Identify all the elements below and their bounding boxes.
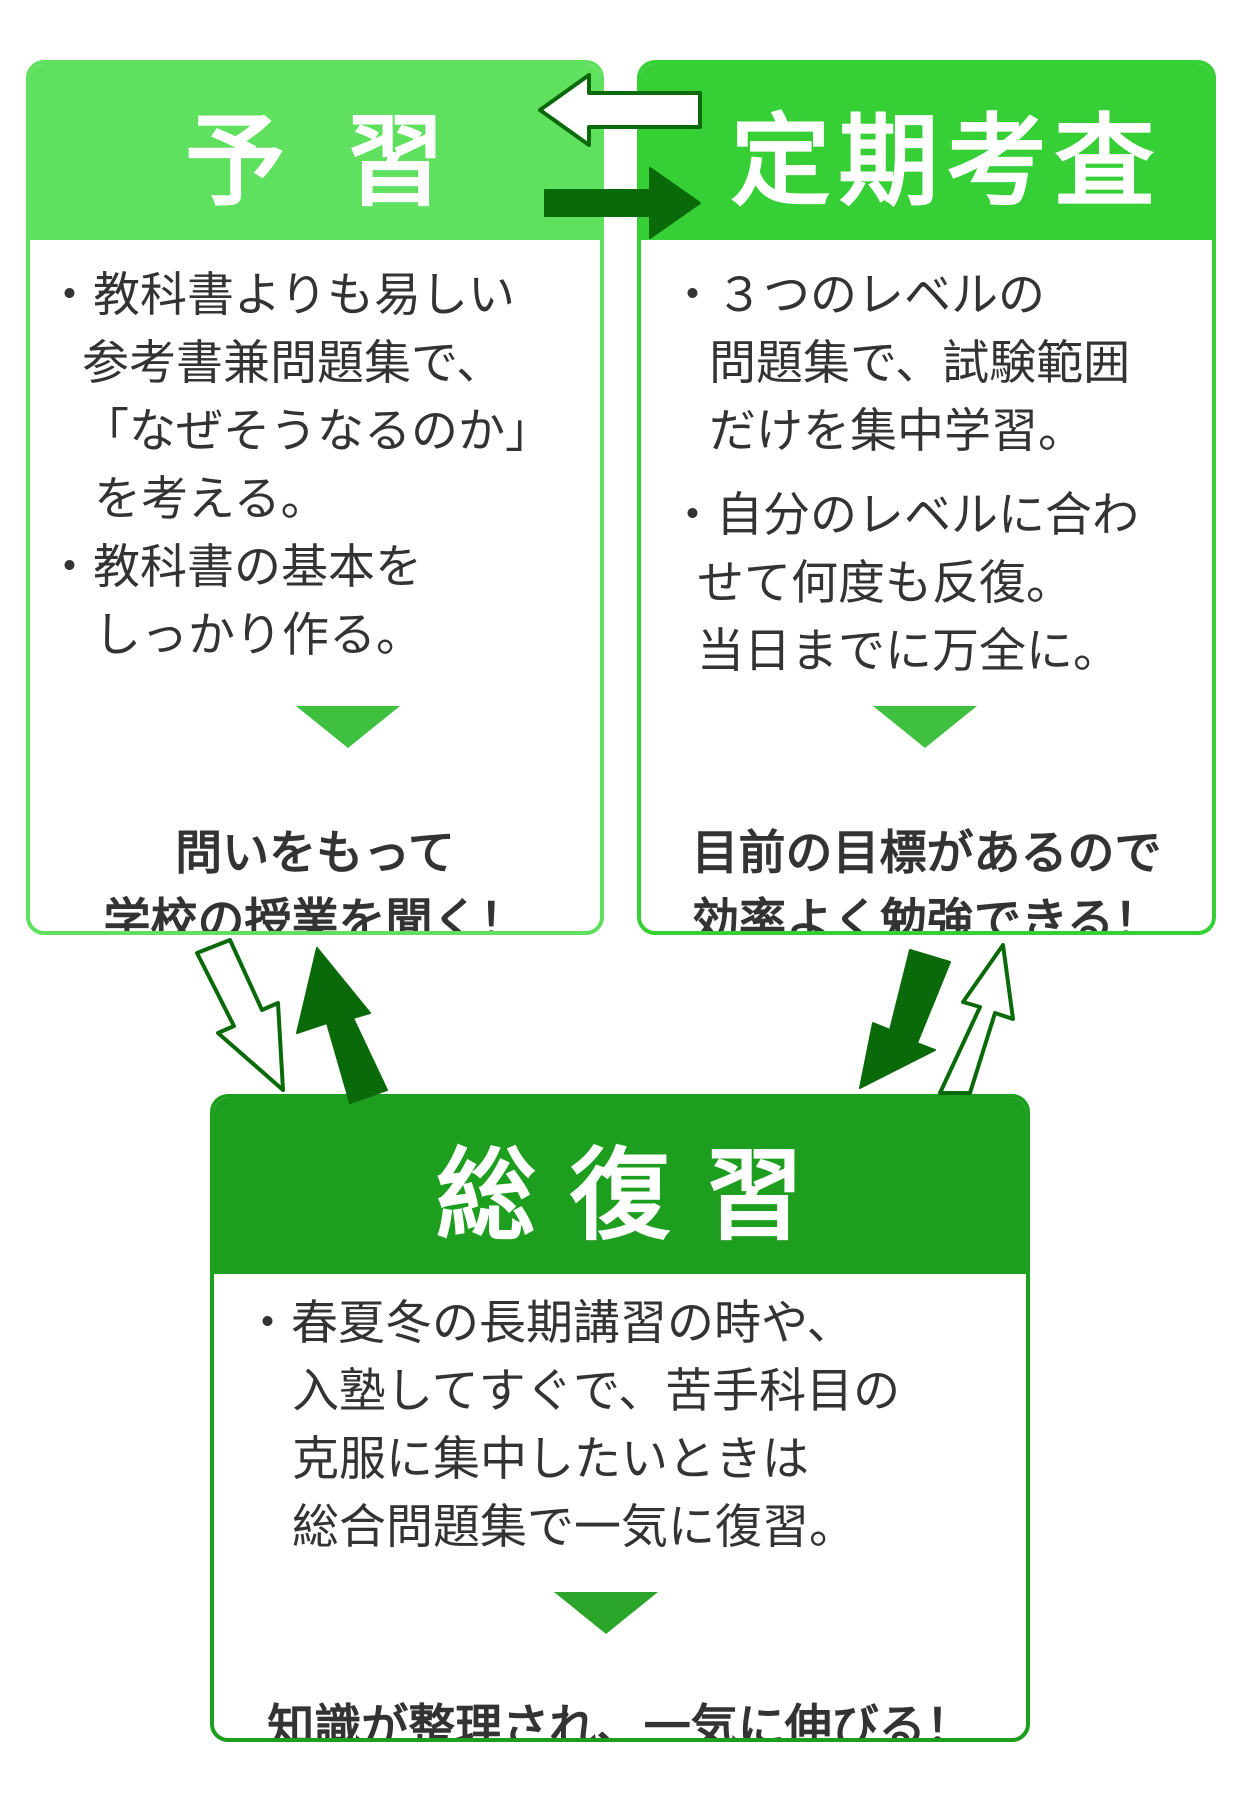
yoshu-item-2-line-2: しっかり作る。 xyxy=(94,608,423,663)
sofuku-item-1-line-3: 克服に集中したいときは xyxy=(292,1432,809,1487)
sofuku-box: 総復習 ・春夏冬の長期講習の時や、 入塾してすぐで、苦手科目の 克服に集中したい… xyxy=(210,1094,1030,1742)
arrow-teiki-to-yoshu-icon xyxy=(538,73,702,147)
sofuku-result-line-1: 知識が整理され、一気に伸びる！ xyxy=(267,1700,973,1742)
sofuku-item-1-line-2: 入塾してすぐで、苦手科目の xyxy=(292,1364,901,1419)
sofuku-item-list: ・春夏冬の長期講習の時や、 入塾してすぐで、苦手科目の 克服に集中したいときは … xyxy=(244,1290,900,1562)
teiki-item-1-line-1: ・３つのレベルの xyxy=(669,268,1045,323)
yoshu-down-triangle-icon xyxy=(296,706,400,748)
teiki-item-2-line-2: せて何度も反復。 xyxy=(697,556,1073,611)
arrow-yoshu-to-sofuku-icon xyxy=(195,938,285,1092)
yoshu-item-1-line-2: 参考書兼問題集で、 xyxy=(82,336,504,391)
teiki-down-triangle-icon xyxy=(873,706,977,748)
teiki-item-2-line-1: ・自分のレベルに合わ xyxy=(669,488,1139,543)
yoshu-result-line-2: 学校の授業を聞く！ xyxy=(103,894,527,935)
yoshu-item-list: ・教科書よりも易しい 参考書兼問題集で、 「なぜそうなるのか」 を考える。 ・教… xyxy=(46,262,552,670)
yoshu-item-2: ・教科書の基本を しっかり作る。 xyxy=(46,534,552,670)
yoshu-item-1: ・教科書よりも易しい 参考書兼問題集で、 「なぜそうなるのか」 を考える。 xyxy=(46,262,552,534)
sofuku-result: 知識が整理され、一気に伸びる！ xyxy=(214,1694,1026,1742)
teiki-result-line-2: 効率よく勉強できる！ xyxy=(691,894,1162,935)
sofuku-down-triangle-icon xyxy=(554,1592,658,1634)
yoshu-box: 予習 ・教科書よりも易しい 参考書兼問題集で、 「なぜそうなるのか」 を考える。… xyxy=(26,60,604,935)
teiki-item-2: ・自分のレベルに合わ せて何度も反復。 当日までに万全に。 xyxy=(669,482,1139,686)
teiki-item-1: ・３つのレベルの 問題集で、試験範囲 だけを集中学習。 xyxy=(669,262,1139,466)
sofuku-title: 総復習 xyxy=(214,1098,1026,1274)
arrow-yoshu-to-teiki-icon xyxy=(544,167,701,239)
yoshu-result: 問いをもって 学校の授業を聞く！ xyxy=(30,820,600,935)
arrow-sofuku-to-yoshu-icon xyxy=(296,947,388,1104)
yoshu-item-2-line-1: ・教科書の基本を xyxy=(46,540,422,595)
yoshu-item-1-line-4: を考える。 xyxy=(94,472,328,527)
teiki-result: 目前の目標があるので 効率よく勉強できる！ xyxy=(641,820,1212,935)
sofuku-item-1: ・春夏冬の長期講習の時や、 入塾してすぐで、苦手科目の 克服に集中したいときは … xyxy=(244,1290,900,1562)
yoshu-result-line-1: 問いをもって xyxy=(175,826,455,881)
yoshu-item-1-line-3: 「なぜそうなるのか」 xyxy=(82,404,552,459)
teiki-box: 定期考査 ・３つのレベルの 問題集で、試験範囲 だけを集中学習。 ・自分のレベル… xyxy=(637,60,1216,935)
teiki-item-2-line-3: 当日までに万全に。 xyxy=(697,624,1120,679)
teiki-item-1-line-2: 問題集で、試験範囲 xyxy=(709,336,1131,391)
teiki-result-line-1: 目前の目標があるので xyxy=(691,826,1162,881)
arrow-sofuku-to-teiki-icon xyxy=(938,943,1015,1095)
teiki-title: 定期考査 xyxy=(641,64,1212,240)
teiki-item-1-line-3: だけを集中学習。 xyxy=(709,404,1085,459)
teiki-item-list: ・３つのレベルの 問題集で、試験範囲 だけを集中学習。 ・自分のレベルに合わ せ… xyxy=(669,262,1139,686)
sofuku-item-1-line-4: 総合問題集で一気に復習。 xyxy=(292,1500,856,1555)
arrow-teiki-to-sofuku-icon xyxy=(859,949,951,1089)
yoshu-title: 予習 xyxy=(30,64,600,240)
sofuku-item-1-line-1: ・春夏冬の長期講習の時や、 xyxy=(244,1296,854,1351)
yoshu-item-1-line-1: ・教科書よりも易しい xyxy=(46,268,516,323)
